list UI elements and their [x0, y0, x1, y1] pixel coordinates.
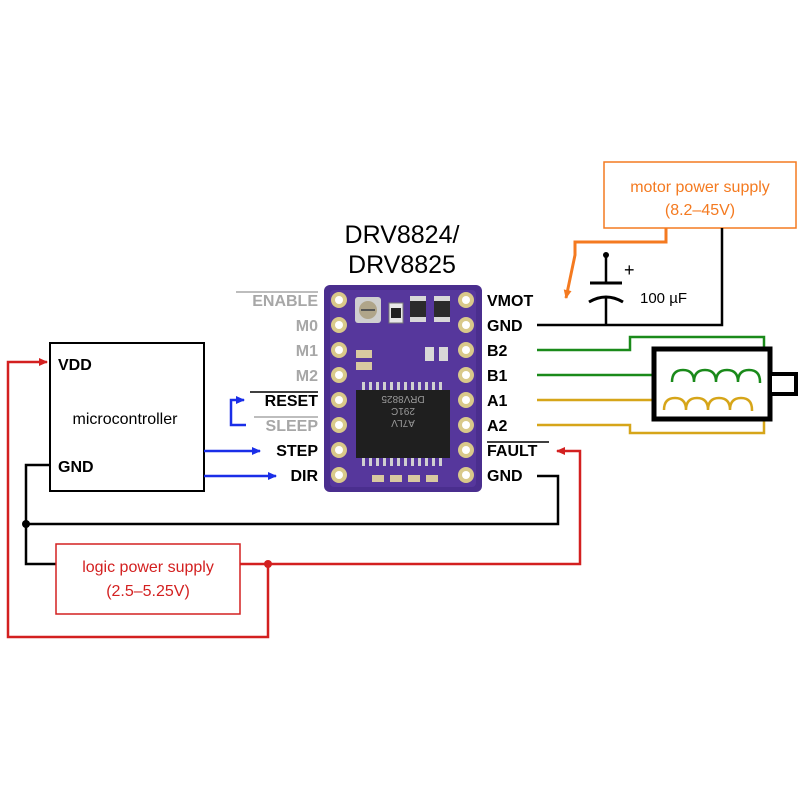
capacitor-junction: [603, 252, 609, 258]
driver-board: DRV8825 291C A7LV: [324, 285, 482, 492]
a1-wire: [537, 398, 666, 410]
logic-supply-label: logic power supply: [82, 559, 214, 576]
stepper-motor: [651, 346, 798, 422]
left-pin-holes: [331, 292, 347, 483]
microcontroller-box: [49, 342, 205, 492]
gnd-junction: [22, 520, 30, 528]
logic-power-supply-box: [55, 543, 241, 615]
gnd-bus: [24, 463, 56, 566]
pin-b1: B1: [487, 368, 508, 385]
right-pin-holes: [458, 292, 474, 483]
motor-supply-label: motor power supply: [630, 179, 770, 196]
driver-gnd-wire: [26, 474, 560, 526]
pin-b2: B2: [487, 343, 508, 360]
pin-m1: M1: [296, 343, 318, 360]
mcu-vdd-label: VDD: [58, 357, 92, 374]
pin-step: STEP: [276, 443, 318, 460]
pin-sleep: SLEEP: [266, 418, 319, 435]
reset-sleep-jumper: [229, 396, 246, 427]
pin-gnd-bottom: GND: [487, 468, 523, 485]
motor-power-supply-box: [603, 161, 797, 229]
ic-marking-3: A7LV: [391, 417, 415, 428]
mcu-name: microcontroller: [73, 411, 179, 428]
ic-marking-1: DRV8825: [381, 393, 425, 404]
chip-title-line1: DRV8824/: [345, 221, 460, 249]
vmot-wire: [563, 228, 668, 299]
capacitor-smd: [410, 296, 426, 322]
fault-pullup-wire: [240, 447, 582, 566]
pin-fault: FAULT: [487, 443, 538, 460]
vdd-wire: [6, 358, 270, 639]
capacitor-plus: +: [624, 260, 635, 280]
pin-a2: A2: [487, 418, 508, 435]
pin-enable: ENABLE: [252, 293, 318, 310]
pin-dir: DIR: [290, 468, 318, 485]
chip-title-line2: DRV8825: [348, 251, 456, 279]
mcu-gnd-label: GND: [58, 459, 94, 476]
coil-a: [662, 396, 754, 411]
ic-marking-2: 291C: [391, 405, 415, 416]
pin-gnd-top: GND: [487, 318, 523, 335]
potentiometer: [355, 297, 381, 323]
capacitor-value: 100 µF: [640, 290, 687, 307]
pin-vmot: VMOT: [487, 293, 533, 310]
logic-supply-voltage: (2.5–5.25V): [106, 583, 190, 600]
motor-supply-voltage: (8.2–45V): [665, 202, 735, 219]
pin-m0: M0: [296, 318, 318, 335]
pin-reset: RESET: [265, 393, 319, 410]
pin-a1: A1: [487, 393, 508, 410]
motor-supply-gnd-wire: [537, 228, 724, 327]
pin-m2: M2: [296, 368, 318, 385]
coil-b: [670, 368, 762, 383]
driver-ic: DRV8825 291C A7LV: [356, 382, 450, 466]
